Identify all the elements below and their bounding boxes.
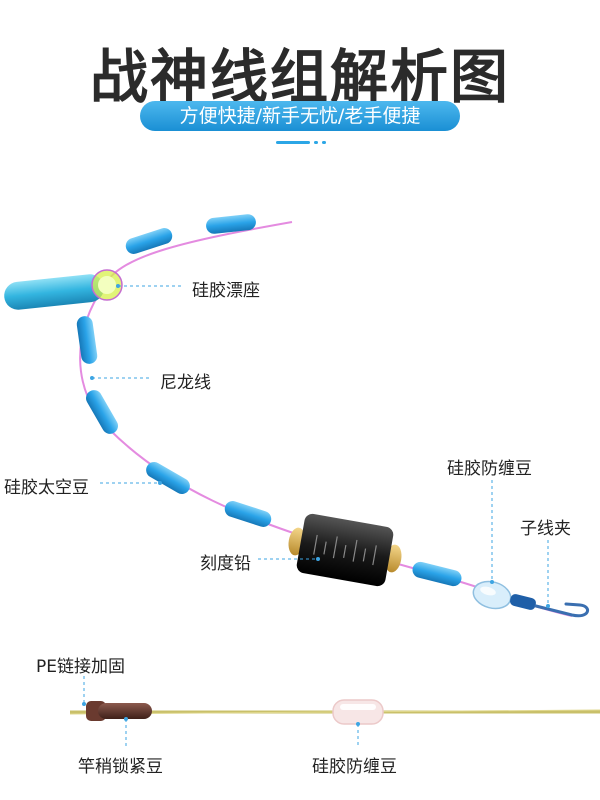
upper-beads <box>125 214 256 254</box>
anti-tangle-bottom-bead <box>332 699 384 725</box>
label-space-beans: 硅胶太空豆 <box>4 478 89 498</box>
float-seat <box>4 269 123 310</box>
subtitle-banner: 方便快捷/新手无忧/老手便捷 <box>140 101 460 131</box>
rod-tip-lock-bead <box>86 701 152 721</box>
label-scale-weight: 刻度铅 <box>200 554 251 574</box>
leader-lines <box>83 285 549 746</box>
label-anti-tangle-bottom: 硅胶防缠豆 <box>312 757 397 777</box>
scale-weight <box>288 513 402 587</box>
label-float-seat: 硅胶漂座 <box>192 281 260 301</box>
label-rod-tip-lock: 竿稍锁紧豆 <box>78 757 163 777</box>
sub-line-clip <box>509 594 589 618</box>
label-sub-line-clip: 子线夹 <box>520 519 571 539</box>
page-title: 战神线组解析图 <box>89 43 510 111</box>
label-pe-link: PE链接加固 <box>36 657 125 677</box>
space-beans <box>76 316 462 587</box>
label-nylon-line: 尼龙线 <box>160 373 211 393</box>
label-anti-tangle-top: 硅胶防缠豆 <box>447 459 532 479</box>
